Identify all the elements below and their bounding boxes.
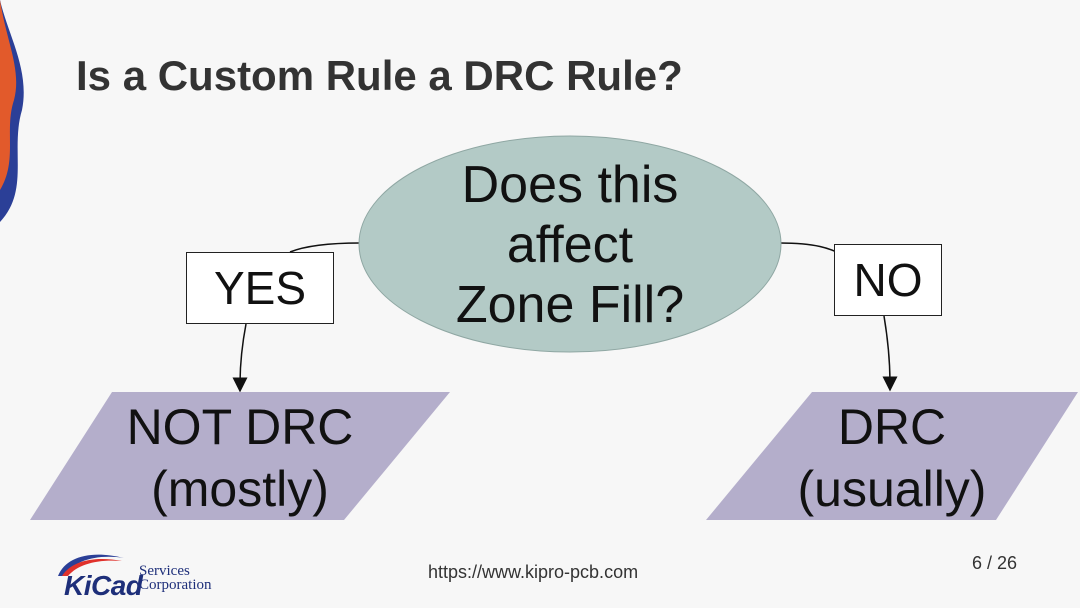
- arrow-no-to-drc: [882, 315, 898, 392]
- outcome-not-drc-line-1: NOT DRC: [126, 399, 354, 455]
- yes-label: YES: [213, 262, 307, 314]
- logo-wordmark: KiCad: [64, 570, 143, 601]
- no-label-box: NO: [834, 244, 942, 316]
- connector-yes-top: [289, 242, 361, 253]
- question-line-1: Does this: [461, 156, 679, 214]
- decision-ellipse: [358, 135, 782, 353]
- outcome-parallelogram-drc: [706, 392, 1078, 520]
- outcome-drc-line-1: DRC: [837, 399, 947, 455]
- page-number: 6 / 26: [972, 553, 1018, 573]
- outcome-drc: DRC (usually): [760, 396, 1024, 520]
- outcome-not-drc: NOT DRC (mostly): [90, 396, 390, 520]
- slide-title: Is a Custom Rule a DRC Rule?: [76, 52, 683, 99]
- arrow-yes-to-not-drc: [232, 323, 248, 393]
- outcome-not-drc-line-2: (mostly): [151, 461, 329, 517]
- decision-question: Does this affect Zone Fill?: [410, 155, 730, 335]
- logo-services-text: Services Corporation: [139, 563, 212, 593]
- no-label: NO: [853, 254, 923, 306]
- question-line-3: Zone Fill?: [455, 276, 685, 334]
- decorative-swoosh: [0, 0, 24, 222]
- kicad-services-logo: KiCad Services Corporation: [52, 548, 232, 601]
- logo-services-line-2: Corporation: [139, 577, 212, 593]
- logo-arc-icon: [58, 554, 124, 576]
- question-line-2: affect: [506, 216, 634, 274]
- logo-services-line-1: Services: [139, 563, 190, 579]
- outcome-drc-line-2: (usually): [797, 461, 987, 517]
- footer-url: https://www.kipro-pcb.com: [428, 562, 639, 582]
- outcome-parallelogram-not-drc: [30, 392, 450, 520]
- yes-label-box: YES: [186, 252, 334, 324]
